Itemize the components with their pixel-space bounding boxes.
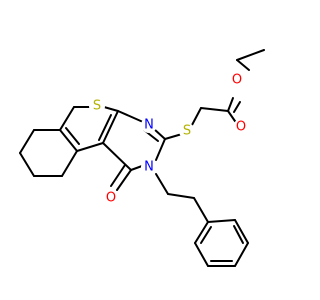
atom-label-s: S bbox=[183, 124, 191, 139]
bonds bbox=[19, 49, 265, 267]
bond bbox=[236, 49, 265, 61]
ester-double-oxygen-atom: O bbox=[233, 119, 249, 135]
ester-single-oxygen-atom: O bbox=[229, 72, 245, 88]
molecule-structure-diagram: S S N N O O O bbox=[0, 0, 300, 300]
bond bbox=[102, 142, 132, 171]
bond bbox=[153, 128, 166, 140]
bond bbox=[76, 142, 104, 152]
bond bbox=[130, 165, 143, 171]
bond bbox=[233, 225, 244, 244]
bond bbox=[59, 129, 78, 152]
bond bbox=[207, 219, 236, 223]
bond bbox=[227, 97, 234, 112]
bond bbox=[200, 226, 212, 244]
bond bbox=[103, 106, 119, 112]
bond bbox=[19, 129, 35, 154]
bond bbox=[234, 242, 249, 267]
bond bbox=[59, 106, 75, 131]
atom-label-o: O bbox=[106, 191, 116, 206]
bond bbox=[116, 169, 132, 191]
bond bbox=[110, 164, 126, 187]
bond bbox=[200, 107, 229, 112]
bond bbox=[194, 221, 209, 244]
bond bbox=[98, 114, 112, 141]
atom-labels: S S N N O O O bbox=[89, 72, 249, 206]
bond bbox=[117, 110, 144, 123]
bond bbox=[236, 59, 250, 71]
bond bbox=[61, 150, 78, 177]
bond bbox=[234, 219, 249, 244]
pyrimidine-nitrogen-1: N bbox=[141, 117, 157, 133]
bond bbox=[233, 101, 241, 113]
bond bbox=[102, 110, 119, 144]
atom-label-n: N bbox=[144, 160, 154, 175]
carbonyl-oxygen-atom: O bbox=[103, 190, 119, 206]
atom-label-o: O bbox=[232, 73, 242, 88]
thiophene-sulfur-atom: S bbox=[89, 98, 105, 114]
thioether-sulfur-atom: S bbox=[179, 123, 195, 139]
bond bbox=[19, 152, 35, 177]
bond bbox=[65, 127, 80, 145]
atom-label-s: S bbox=[93, 99, 101, 114]
bond bbox=[167, 193, 195, 199]
background bbox=[0, 0, 300, 300]
bond bbox=[164, 133, 183, 140]
atom-label-n: N bbox=[144, 118, 154, 133]
bond bbox=[193, 197, 209, 223]
bond bbox=[194, 242, 209, 267]
pyrimidine-nitrogen-3: N bbox=[141, 159, 157, 175]
bond bbox=[155, 138, 166, 161]
bond bbox=[191, 107, 202, 126]
atom-label-o: O bbox=[236, 120, 246, 135]
bond bbox=[155, 173, 169, 195]
